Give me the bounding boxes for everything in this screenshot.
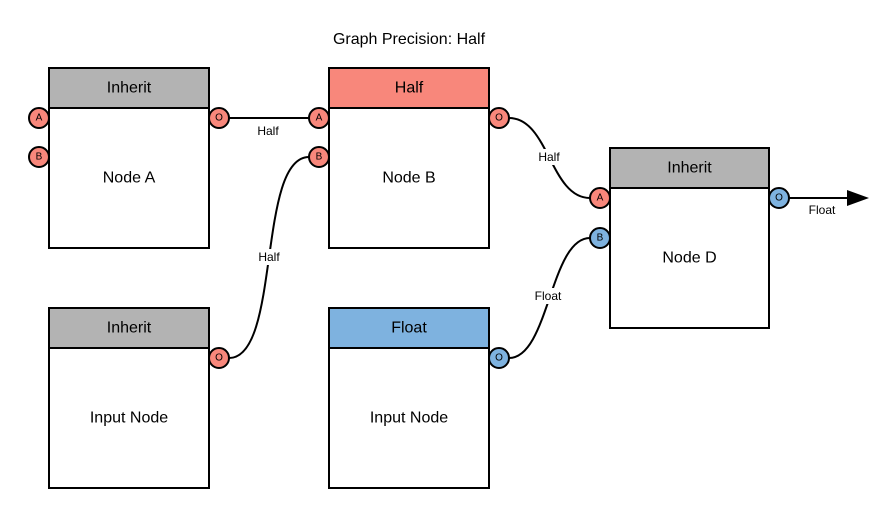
node-body-label: Node D: [662, 250, 716, 267]
port-label: B: [36, 152, 43, 163]
port-node-b-a[interactable]: A: [308, 107, 330, 129]
port-node-d-b[interactable]: B: [589, 227, 611, 249]
arrowhead-icon: [847, 190, 869, 206]
node-header: [609, 147, 770, 189]
port-label: O: [775, 193, 783, 204]
port-label: B: [316, 152, 323, 163]
port-node-d-a[interactable]: A: [589, 187, 611, 209]
port-circle[interactable]: [28, 107, 50, 129]
port-circle[interactable]: [589, 187, 611, 209]
port-circle[interactable]: [208, 347, 230, 369]
port-label: A: [597, 193, 604, 204]
node-body-label: Node A: [103, 170, 156, 187]
node-header: [328, 67, 490, 109]
port-input-node-2-o[interactable]: O: [488, 347, 510, 369]
port-circle[interactable]: [589, 227, 611, 249]
node-body-label: Node B: [382, 170, 435, 187]
port-label: O: [495, 113, 503, 124]
edge-label: Float: [535, 289, 562, 303]
port-node-a-a[interactable]: A: [28, 107, 50, 129]
port-node-d-o[interactable]: O: [768, 187, 790, 209]
edge-label-bg: [256, 249, 283, 265]
port-label: O: [495, 353, 503, 364]
port-node-b-b[interactable]: B: [308, 146, 330, 168]
edge-node-b-out-to-node-d-a[interactable]: Half: [508, 117, 591, 199]
port-circle[interactable]: [488, 107, 510, 129]
node-header-label: Inherit: [107, 80, 152, 97]
node-header: [48, 307, 210, 349]
edge-input-1-out-to-node-b-b[interactable]: Half: [228, 156, 310, 359]
edge-node-a-out-to-node-b-a[interactable]: Half: [229, 117, 309, 138]
node-header-label: Inherit: [107, 320, 152, 337]
port-label: O: [215, 113, 223, 124]
node-body-label: Input Node: [370, 410, 448, 427]
node-body-label: Input Node: [90, 410, 168, 427]
port-circle[interactable]: [308, 107, 330, 129]
edge-label: Half: [257, 124, 279, 138]
node-header: [48, 67, 210, 109]
node-header-label: Inherit: [667, 160, 712, 177]
diagram-title: Graph Precision: Half: [333, 31, 486, 48]
edge-label: Half: [258, 250, 280, 264]
port-label: B: [597, 233, 604, 244]
port-label: O: [215, 353, 223, 364]
edge-label: Float: [809, 203, 836, 217]
port-input-node-1-o[interactable]: O: [208, 347, 230, 369]
port-circle[interactable]: [28, 146, 50, 168]
node-header-label: Half: [395, 80, 424, 97]
edge-label-bg: [532, 288, 564, 304]
edge-label-bg: [536, 149, 563, 165]
port-label: A: [316, 113, 323, 124]
node-header-label: Float: [391, 320, 427, 337]
port-circle[interactable]: [308, 146, 330, 168]
port-circle[interactable]: [768, 187, 790, 209]
edge-node-d-out-arrow[interactable]: Float: [789, 190, 869, 217]
edge-input-2-out-to-node-d-b[interactable]: Float: [508, 237, 591, 359]
port-node-a-b[interactable]: B: [28, 146, 50, 168]
port-node-b-o[interactable]: O: [488, 107, 510, 129]
node-header: [328, 307, 490, 349]
port-node-a-o[interactable]: O: [208, 107, 230, 129]
port-circle[interactable]: [488, 347, 510, 369]
edge-label: Half: [538, 150, 560, 164]
port-label: A: [36, 113, 43, 124]
port-circle[interactable]: [208, 107, 230, 129]
